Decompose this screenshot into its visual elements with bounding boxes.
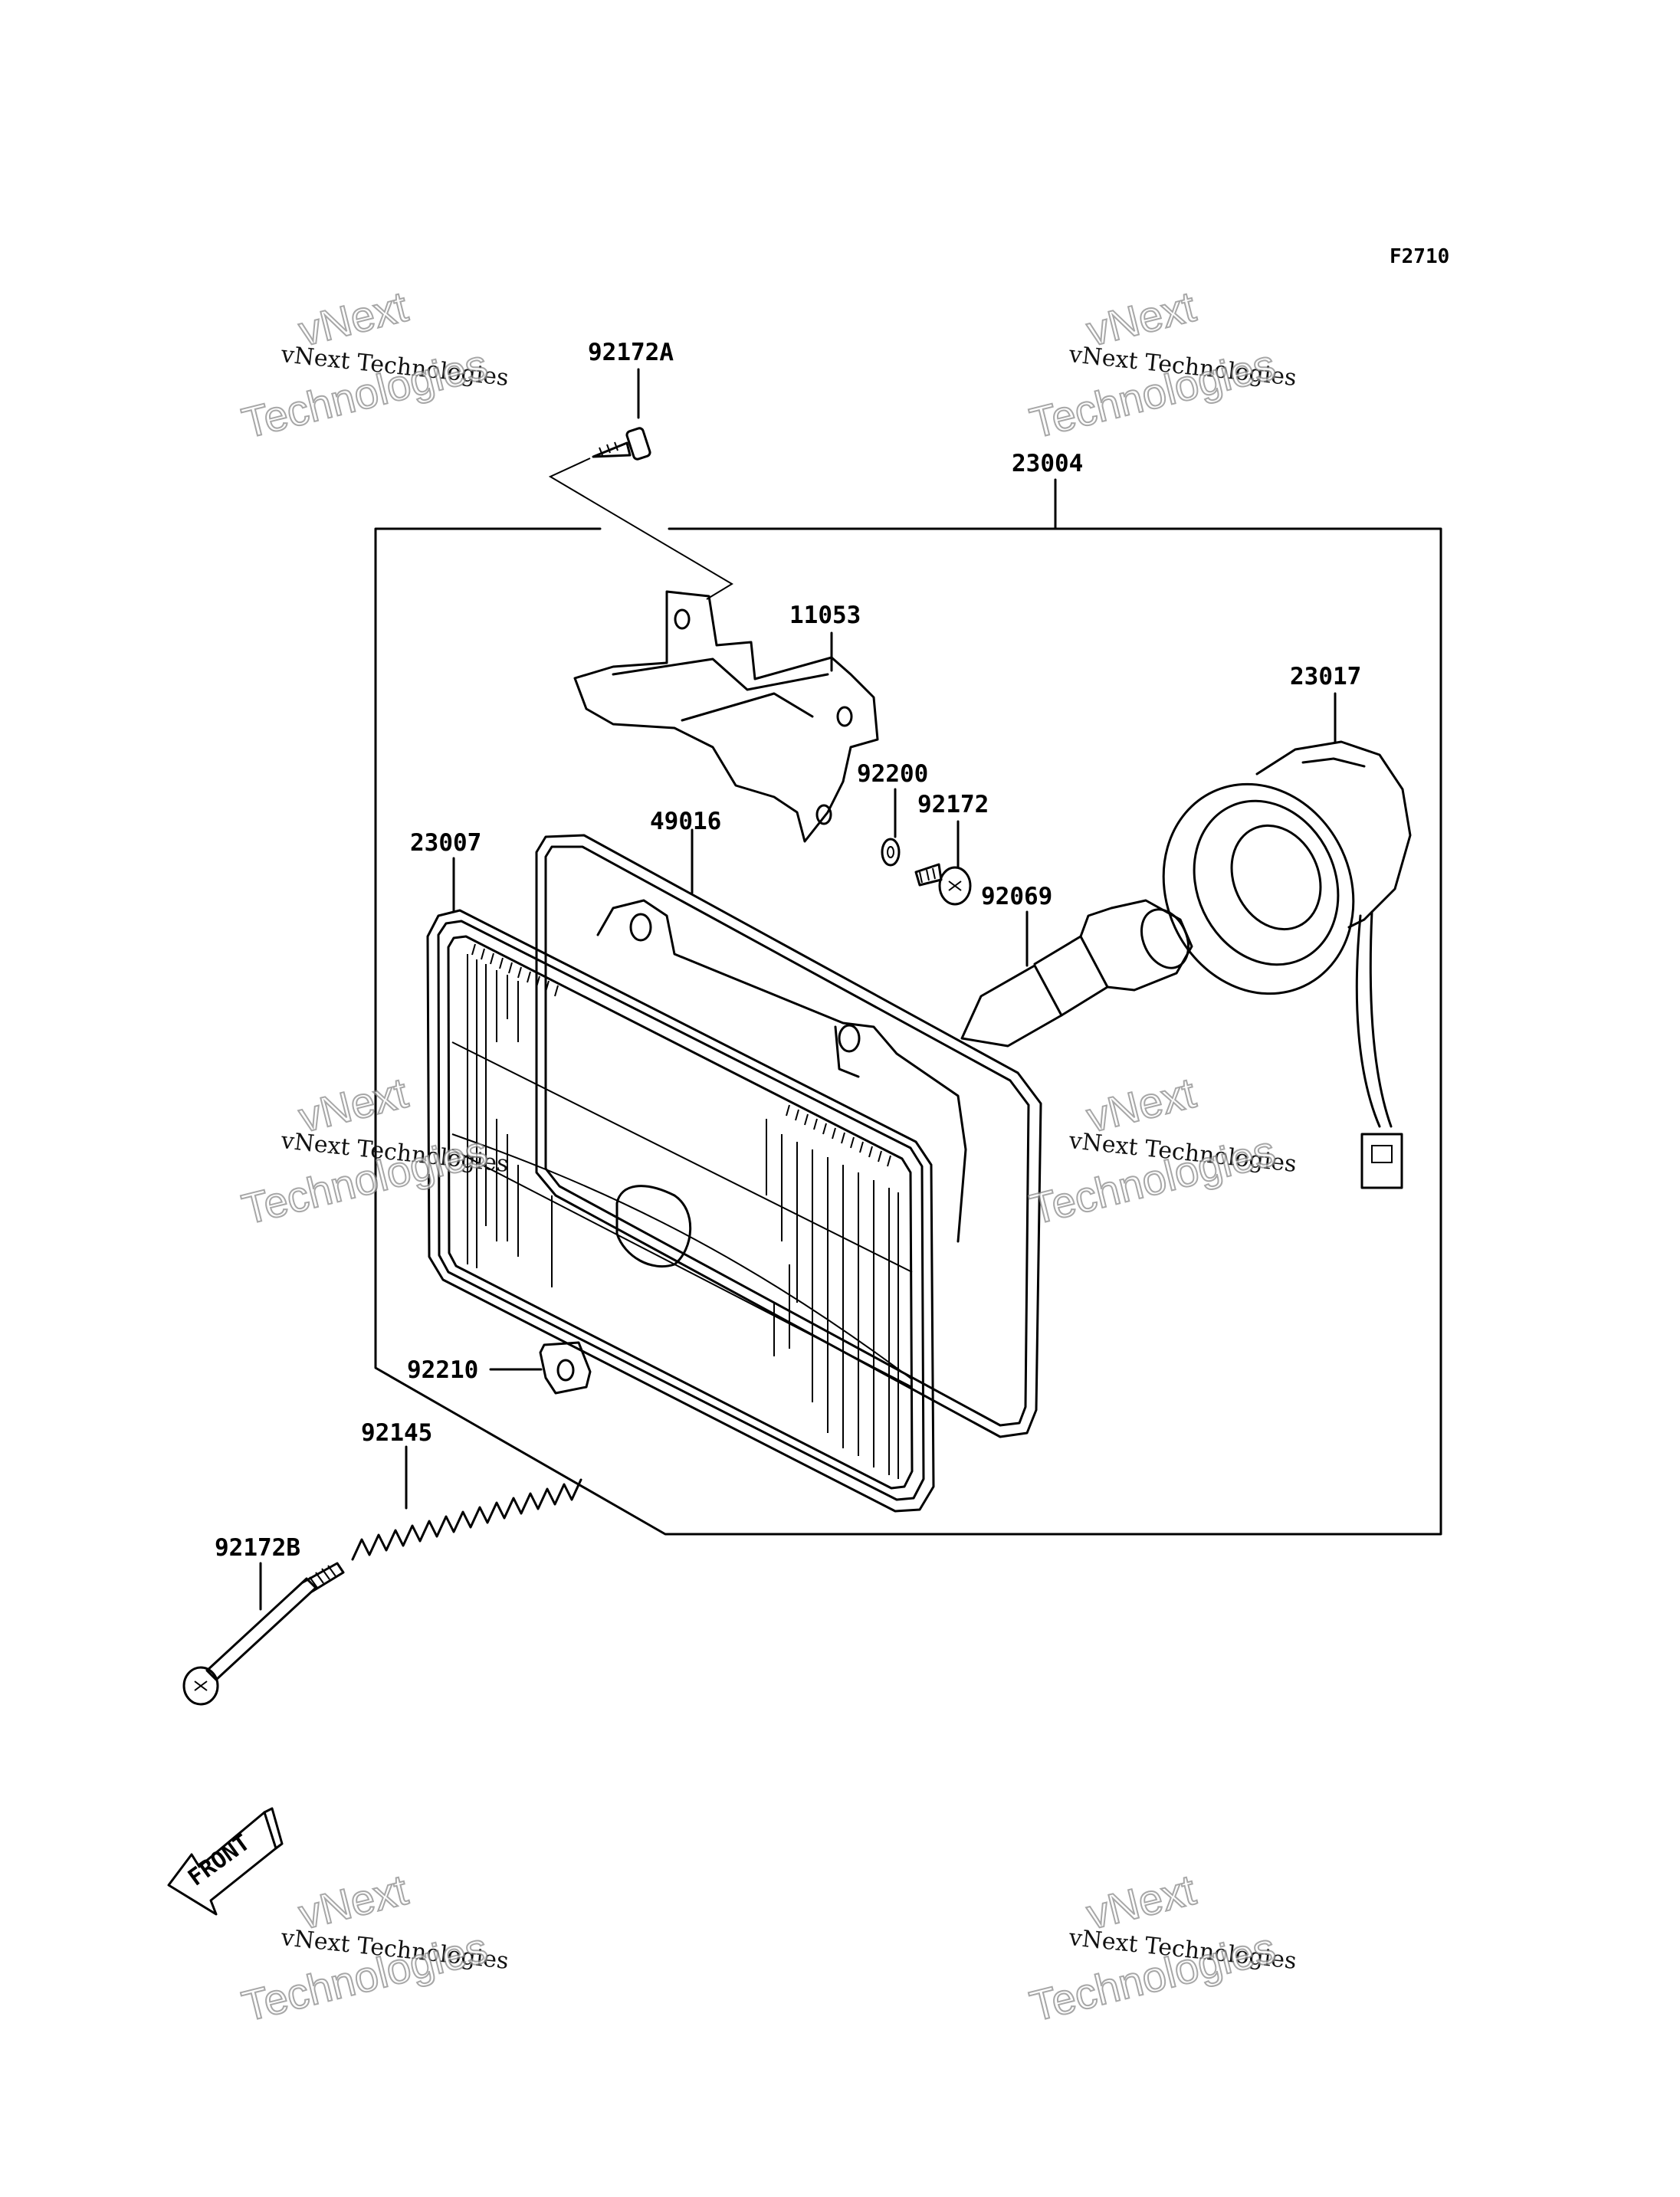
gasket-49016 — [535, 828, 1042, 1438]
watermark-top-left: vNext vNext Technologies Technologies — [237, 281, 510, 448]
washer-92200 — [881, 788, 901, 867]
part-labels: 92172A 23004 11053 23017 92200 92172 230… — [215, 339, 1361, 1562]
front-direction-arrow: FRONT — [167, 1807, 284, 1916]
label-92172: 92172 — [917, 791, 989, 818]
bulb-92069 — [960, 899, 1193, 1048]
label-92210: 92210 — [407, 1356, 478, 1384]
label-92172b: 92172B — [215, 1534, 300, 1562]
assembly-frame — [374, 478, 1442, 1536]
spring-92145 — [351, 1445, 582, 1561]
screw-92172 — [914, 820, 972, 906]
nut-92210 — [489, 1341, 592, 1395]
lens-top-hatch — [471, 943, 891, 1167]
watermark-bottom-left: vNext vNext Technologies Technologies — [237, 1864, 510, 2031]
watermark-top-right: vNext vNext Technologies Technologies — [1025, 281, 1298, 448]
watermark-middle-right: vNext vNext Technologies Technologies — [1025, 1067, 1298, 1235]
label-49016: 49016 — [650, 808, 721, 835]
watermark-middle-left: vNext vNext Technologies Technologies — [237, 1067, 510, 1235]
label-92172a: 92172A — [588, 339, 674, 366]
watermark-bottom-right: vNext vNext Technologies Technologies — [1025, 1864, 1298, 2031]
label-92069: 92069 — [981, 883, 1052, 910]
screw-92172a — [548, 368, 733, 600]
label-23007: 23007 — [410, 829, 481, 857]
label-11053: 11053 — [789, 602, 861, 629]
lens-unit-23007 — [426, 857, 935, 1513]
reflector-body — [596, 899, 967, 1243]
socket-23017 — [1162, 692, 1412, 1189]
label-92200: 92200 — [857, 760, 928, 788]
bracket-11053 — [573, 590, 879, 843]
label-92145: 92145 — [361, 1419, 432, 1447]
label-23004: 23004 — [1012, 450, 1083, 477]
lens-right-ribs — [766, 1119, 899, 1479]
diagram-code: F2710 — [1390, 245, 1449, 268]
lens-left-ribs — [467, 954, 553, 1287]
bolt-92172b — [182, 1562, 345, 1706]
label-23017: 23017 — [1290, 663, 1361, 690]
